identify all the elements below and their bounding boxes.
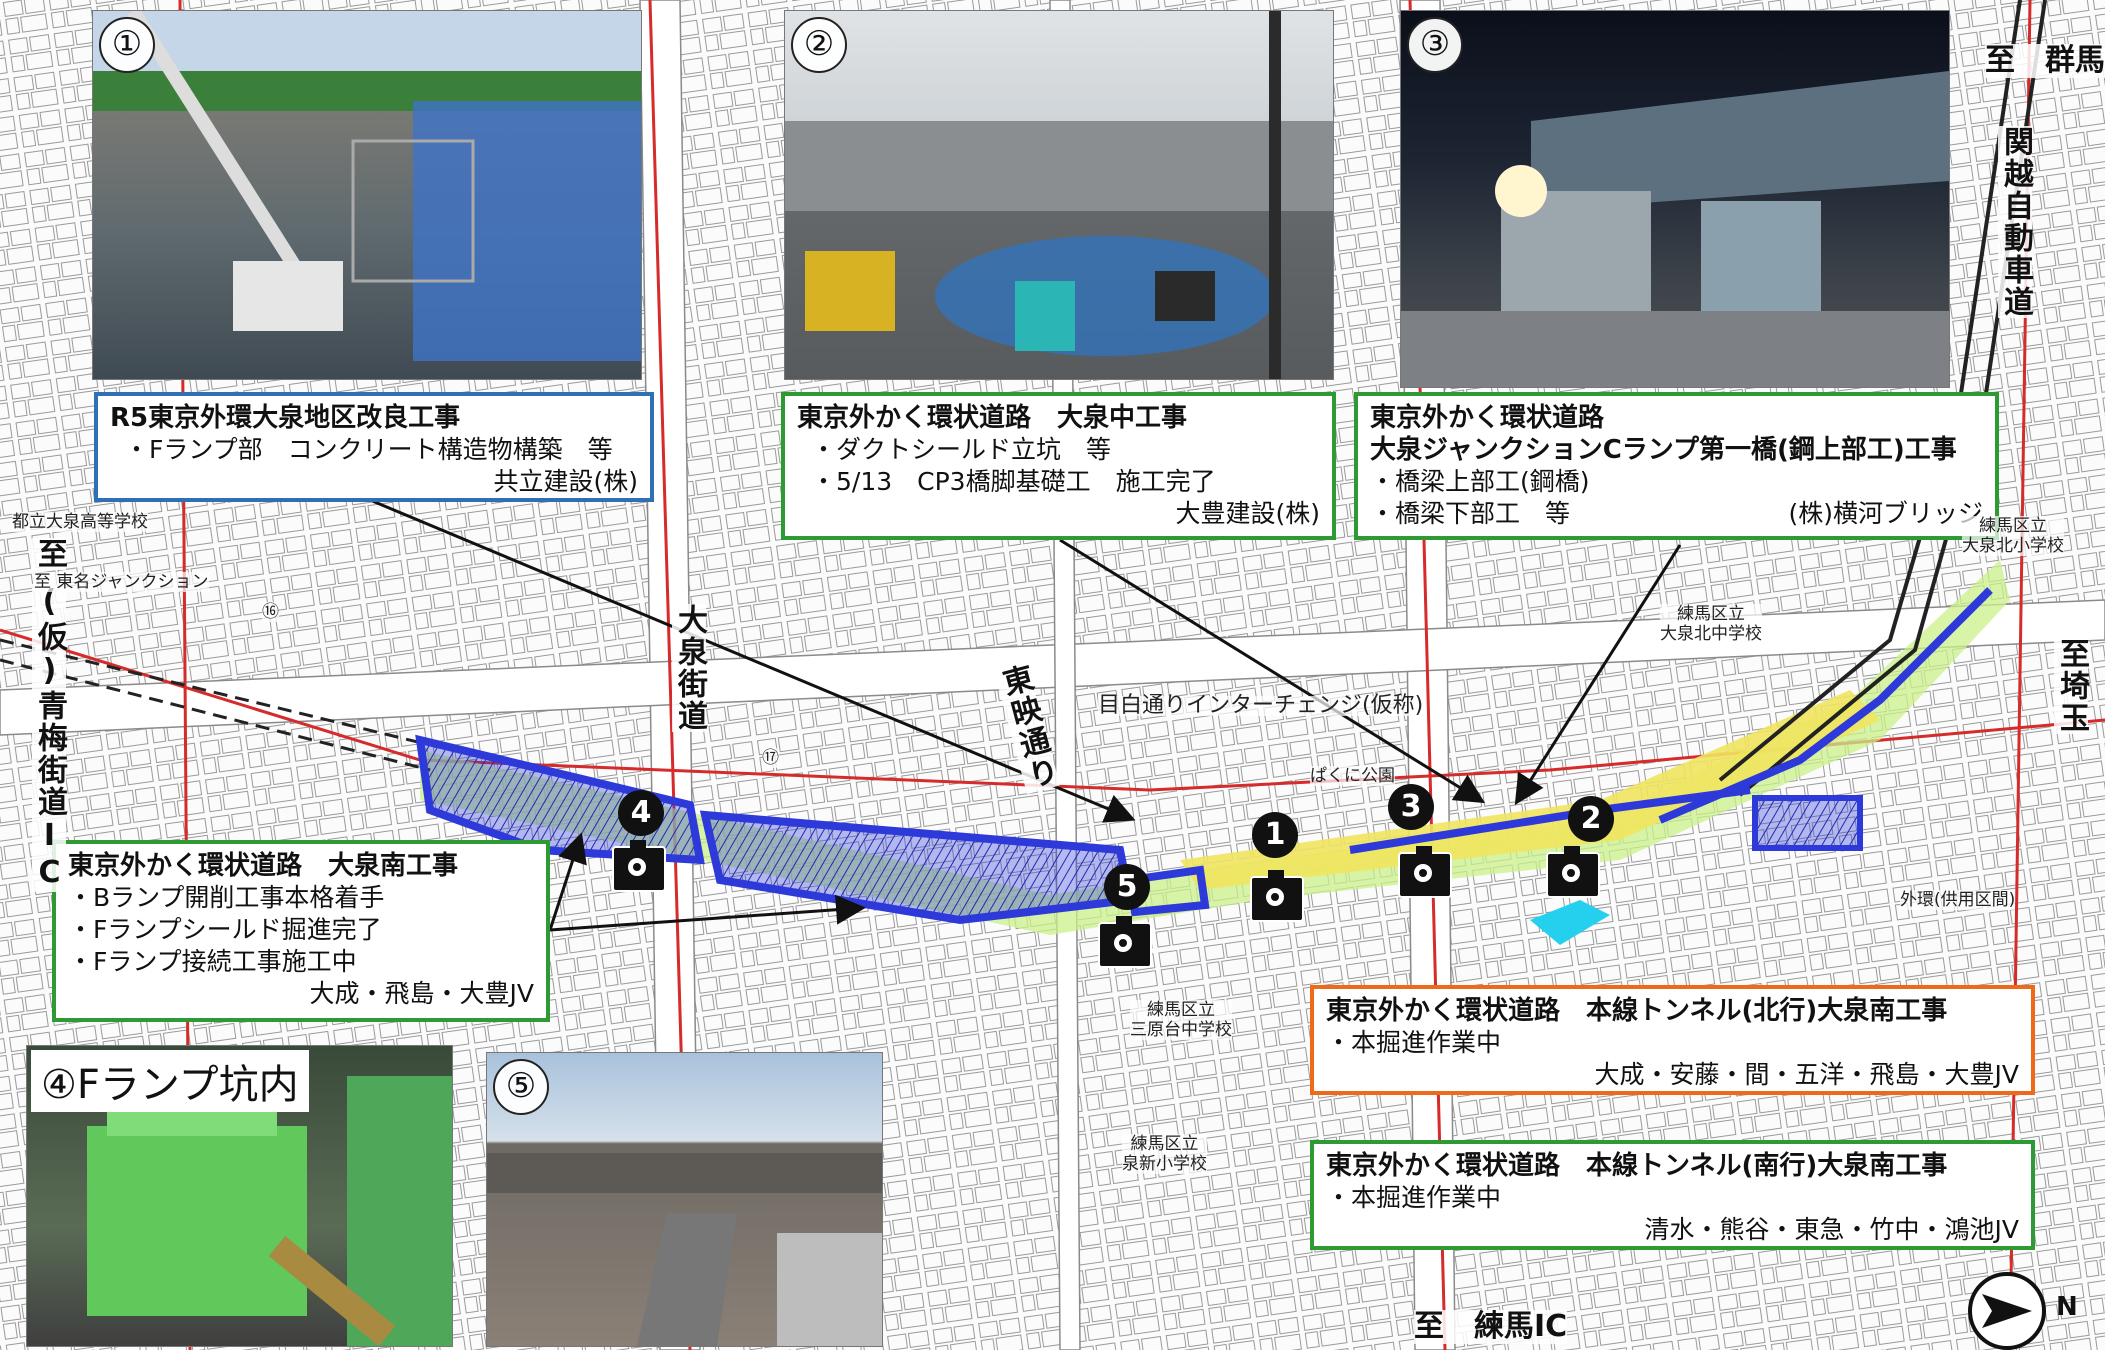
label-sanbaradai-junior-high: 練馬区立 三原台中学校: [1130, 1000, 1232, 1040]
infobox-jct-line-2-text: ・橋梁下部工 等: [1370, 499, 1571, 528]
label-route-17: ⑰: [762, 748, 779, 768]
infobox-south-line-1: ・本掘進作業中: [1326, 1183, 1502, 1212]
infobox-north-line-1: ・本掘進作業中: [1326, 1028, 1502, 1057]
label-oizumi-kita-elementary: 練馬区立 大泉北小学校: [1962, 516, 2064, 556]
infobox-r5-title: R5東京外環大泉地区改良工事: [110, 403, 461, 433]
photo-4-title: ④Fランプ坑内: [31, 1050, 309, 1112]
label-izumishin-elementary: 練馬区立 泉新小学校: [1122, 1134, 1207, 1174]
infobox-r5-contractor: 共立建設(株): [493, 467, 638, 496]
infobox-jct-line-1: ・橋梁上部工(鋼橋): [1370, 467, 1590, 496]
infobox-main-tunnel-south: 東京外かく環状道路 本線トンネル(南行)大泉南工事 ・本掘進作業中 清水・熊谷・…: [1310, 1140, 2035, 1250]
photo-2-number: ②: [791, 17, 847, 73]
camera-icon-2[interactable]: [1546, 846, 1600, 898]
infobox-minami-contractor: 大成・飛島・大豊JV: [309, 979, 534, 1008]
camera-icon-5[interactable]: [1098, 916, 1152, 968]
photo-1-number: ①: [99, 17, 155, 73]
infobox-naka-contractor: 大豊建設(株): [1175, 499, 1320, 528]
infobox-jct-line-2: ・橋梁下部工 等 (株)横河ブリッジ: [1370, 498, 1983, 530]
infobox-north-contractor: 大成・安藤・間・五洋・飛島・大豊JV: [1594, 1060, 2019, 1089]
photo-2: ②: [784, 10, 1334, 380]
infobox-jct-title-1: 東京外かく環状道路: [1370, 403, 1605, 433]
photo-5-scene: [487, 1153, 882, 1346]
photo-1-scene: [93, 11, 641, 361]
label-mejiro-interchange: 目白通りインターチェンジ(仮称): [1098, 693, 1424, 718]
infobox-r5-line-1: ・Fランプ部 コンクリート構造物構築 等: [124, 435, 613, 464]
photo-2-scene: [785, 11, 1333, 379]
north-arrow-icon: [1968, 1272, 2046, 1350]
label-to-tomei-jct: 至 東名ジャンクション: [34, 572, 209, 592]
infobox-naka-line-1: ・ダクトシールド立坑 等: [811, 435, 1112, 464]
marker-1[interactable]: 1: [1252, 812, 1298, 858]
label-to-nerima-ic: 至 練馬IC: [1414, 1309, 1568, 1344]
infobox-minami-title: 東京外かく環状道路 大泉南工事: [68, 851, 459, 881]
photo-4: ④Fランプ坑内: [26, 1045, 453, 1347]
marker-2[interactable]: 2: [1568, 796, 1614, 842]
infobox-minami-line-1: ・Bランプ開削工事本格着手: [68, 883, 385, 912]
infobox-r5-oizumi-improvement: R5東京外環大泉地区改良工事 ・Fランプ部 コンクリート構造物構築 等 共立建設…: [94, 392, 654, 502]
marker-5[interactable]: 5: [1104, 864, 1150, 910]
infobox-minami-line-3: ・Fランプ接続工事施工中: [68, 947, 357, 976]
infobox-jct-c-ramp: 東京外かく環状道路 大泉ジャンクションCランプ第一橋(鋼上部工)工事 ・橋梁上部…: [1354, 392, 1999, 540]
marker-4[interactable]: 4: [618, 790, 664, 836]
label-ome-kaido-ic: (仮)青梅街道IC: [32, 584, 67, 892]
label-route-16: ⑯: [262, 602, 279, 622]
infobox-north-title: 東京外かく環状道路 本線トンネル(北行)大泉南工事: [1326, 996, 1948, 1026]
label-kanetsu-expressway: 関越自動車道: [1998, 126, 2033, 318]
label-gaikan-open-section: 外環(供用区間): [1900, 890, 2016, 910]
photo-5-number: ⑤: [493, 1059, 549, 1115]
camera-icon-4[interactable]: [612, 840, 666, 892]
infobox-jct-title-2: 大泉ジャンクションCランプ第一橋(鋼上部工)工事: [1370, 435, 1957, 465]
infobox-oizumi-minami: 東京外かく環状道路 大泉南工事 ・Bランプ開削工事本格着手 ・Fランプシールド掘…: [52, 840, 550, 1022]
infobox-main-tunnel-north: 東京外かく環状道路 本線トンネル(北行)大泉南工事 ・本掘進作業中 大成・安藤・…: [1310, 985, 2035, 1095]
photo-1: ①: [92, 10, 642, 380]
photo-4-scene: [87, 1076, 452, 1346]
camera-icon-3[interactable]: [1398, 846, 1452, 898]
infobox-naka-title: 東京外かく環状道路 大泉中工事: [797, 403, 1188, 433]
north-label: N: [2056, 1292, 2078, 1322]
label-to-ome-prefix: 至: [32, 538, 67, 570]
label-oizumi-high-school: 都立大泉高等学校: [12, 512, 148, 532]
label-oizumi-kita-junior-high: 練馬区立 大泉北中学校: [1660, 604, 1762, 644]
infobox-south-contractor: 清水・熊谷・東急・竹中・鴻池JV: [1644, 1215, 2019, 1244]
marker-3[interactable]: 3: [1388, 784, 1434, 830]
photo-5: ⑤: [486, 1052, 883, 1347]
label-oizumi-kaido: 大泉街道: [672, 604, 707, 732]
infobox-minami-line-2: ・Fランプシールド掘進完了: [68, 915, 382, 944]
label-to-saitama: 至埼玉: [2054, 638, 2089, 734]
infobox-south-title: 東京外かく環状道路 本線トンネル(南行)大泉南工事: [1326, 1151, 1948, 1181]
infobox-jct-contractor: (株)横河ブリッジ: [1788, 499, 1983, 528]
infobox-oizumi-naka: 東京外かく環状道路 大泉中工事 ・ダクトシールド立坑 等 ・5/13 CP3橋脚…: [781, 392, 1336, 540]
photo-3-number: ③: [1407, 17, 1463, 73]
photo-3: ③: [1400, 10, 1950, 388]
north-arrow-shape: [1982, 1294, 2032, 1328]
label-park: ぱくに公園: [1310, 766, 1395, 786]
label-to-gunma: 至 群馬: [1985, 43, 2105, 78]
camera-icon-1[interactable]: [1250, 870, 1304, 922]
infobox-naka-line-2: ・5/13 CP3橋脚基礎工 施工完了: [811, 467, 1216, 496]
photo-3-scene: [1401, 71, 1949, 387]
